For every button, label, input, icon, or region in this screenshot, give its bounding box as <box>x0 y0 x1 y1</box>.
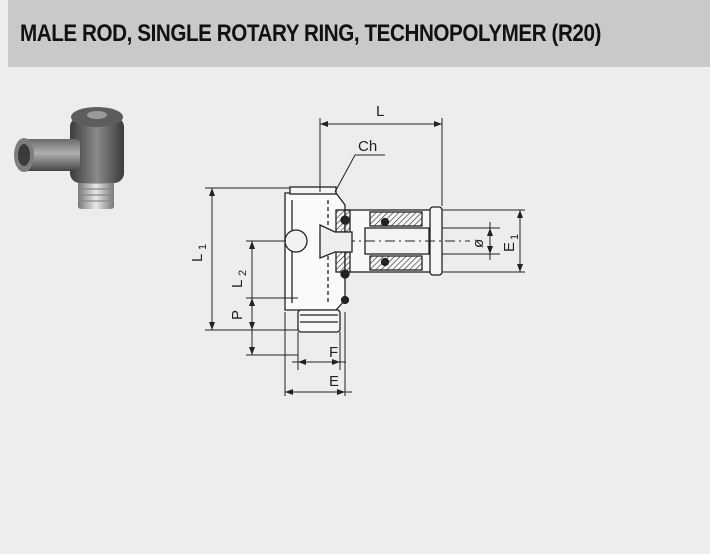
product-photo <box>14 107 124 209</box>
page-title: MALE ROD, SINGLE ROTARY RING, TECHNOPOLY… <box>20 20 601 47</box>
side-hole <box>284 229 308 253</box>
dim-label-E1-sub: 1 <box>509 234 521 240</box>
dim-label-L2-sub: 2 <box>237 270 249 276</box>
dim-label-dia: ø <box>470 239 487 248</box>
photo-body <box>70 117 124 183</box>
thread-stub <box>297 309 341 333</box>
dim-label-P: P <box>229 310 246 320</box>
dim-label-Ch: Ch <box>358 138 377 155</box>
title-bar: MALE ROD, SINGLE ROTARY RING, TECHNOPOLY… <box>8 0 710 67</box>
dim-label-L1: L <box>189 254 206 262</box>
dim-label-E1: E <box>501 242 518 252</box>
dim-label-L2: L <box>229 280 246 288</box>
dim-label-L1-sub: 1 <box>197 244 209 250</box>
dim-label-E: E <box>329 373 339 390</box>
dim-label-F: F <box>329 344 338 361</box>
dim-label-L: L <box>376 103 384 120</box>
photo-tube <box>18 139 80 171</box>
